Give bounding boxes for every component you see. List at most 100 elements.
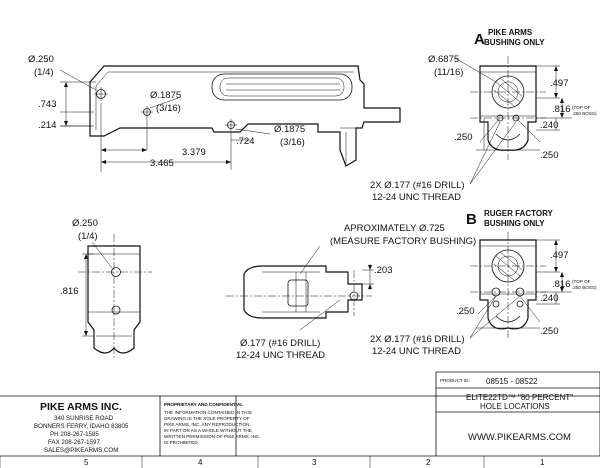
receiver-chamfer-line xyxy=(95,71,354,87)
front-view-hole-frac: (1/4) xyxy=(78,231,98,242)
detail-a-thread-note: 12-24 UNC THREAD xyxy=(372,192,461,203)
bottom-view-approx-note: APROXIMATELY Ø.725 xyxy=(344,223,445,234)
zone-1: 1 xyxy=(540,458,545,467)
zone-4: 4 xyxy=(198,458,203,467)
detail-b-leaders xyxy=(469,295,521,339)
detail-b-centerlines xyxy=(470,232,546,340)
dim-3379: 3.379 xyxy=(182,147,206,158)
front-view-hole-lower xyxy=(111,305,121,315)
detail-b-boss-note-2: .250 BOSS) xyxy=(572,285,597,290)
company-fax: FAX 208-267-1597 xyxy=(48,439,101,446)
detail-a-dim-240: .240 xyxy=(540,120,559,131)
detail-b-screw-right-lower xyxy=(516,300,524,308)
company-address-2: BONNERS FERRY, IDAHO 83805 xyxy=(34,423,129,430)
mid-hole-frac: (3/16) xyxy=(156,103,181,114)
detail-a-dim-816: .816 xyxy=(552,104,571,115)
bottom-view-body xyxy=(243,265,363,319)
detail-b-thread-note: 12-24 UNC THREAD xyxy=(372,346,461,357)
mid-hole-dia: Ø.1875 xyxy=(150,90,181,101)
detail-a-title-2: BUSHING ONLY xyxy=(484,38,545,47)
detail-b-dims xyxy=(476,239,572,329)
top-side-view: Ø.250 (1/4) .743 .214 Ø.1875 (3/16) Ø.18… xyxy=(28,54,401,172)
dim-lines-top-view xyxy=(59,69,271,172)
detail-a-drill-note: 2X Ø.177 (#16 DRILL) xyxy=(370,180,465,191)
title-block: PIKE ARMS INC. 340 SUNRISE ROAD BONNERS … xyxy=(0,371,600,457)
proprietary-text-2: DRAWING IS THE SOLE PROPERTY OF xyxy=(164,416,250,421)
dim-3465: 3.465 xyxy=(150,158,174,169)
bottom-view-arrows xyxy=(368,265,372,289)
detail-a-boss-note-2: .250 BOSS) xyxy=(572,111,597,116)
rear-step xyxy=(340,127,356,164)
proprietary-text-6: IS PROHIBITED. xyxy=(164,440,199,445)
receiver-outline xyxy=(89,65,401,167)
zone-3: 3 xyxy=(312,458,317,467)
company-name: PIKE ARMS INC. xyxy=(40,401,122,413)
ejection-slot xyxy=(211,73,353,101)
slot-rib xyxy=(226,83,340,91)
detail-b-screw-left-lower xyxy=(492,300,500,308)
title-block-frame xyxy=(0,371,600,457)
bottom-view-dims xyxy=(299,245,374,331)
bottom-view-drill-note: Ø.177 (#16 DRILL) xyxy=(240,338,320,349)
detail-b-dim-250-right: .250 xyxy=(540,326,559,337)
ejection-slot-inner xyxy=(219,77,345,97)
proprietary-text-4: IN PART OR AS A WHOLE WITHOUT THE xyxy=(164,428,252,433)
detail-b-dim-250-left: .250 xyxy=(456,306,475,317)
detail-b-title-2: BUSHING ONLY xyxy=(484,219,545,228)
hole-centerlines xyxy=(94,87,237,131)
detail-a-leaders xyxy=(469,121,517,185)
front-hole-dia: Ø.250 xyxy=(28,54,54,65)
front-view-dim-816: .816 xyxy=(60,286,79,297)
dim-724: .724 xyxy=(236,136,255,147)
detail-a-title-1: PIKE ARMS xyxy=(488,28,533,37)
detail-b-dim-816: .816 xyxy=(552,279,571,290)
front-view-dims xyxy=(82,241,113,337)
bottom-view-centerlines xyxy=(226,270,372,316)
detail-a: A PIKE ARMS BUSHING ONLY Ø.6875 (11/16) … xyxy=(370,28,597,203)
bottom-view-thread-note: 12-24 UNC THREAD xyxy=(236,350,325,361)
bottom-view-measure-note: (MEASURE FACTORY BUSHING) xyxy=(330,236,476,247)
detail-b-dim-497: .497 xyxy=(550,250,569,261)
detail-b-title-1: RUGER FACTORY xyxy=(484,209,554,218)
proprietary-text-3: PIKE ARMS, INC. ANY REPRODUCTION xyxy=(164,422,249,427)
detail-a-boss-note-1: (TOP OF xyxy=(572,105,591,110)
detail-a-dims xyxy=(454,57,572,151)
detail-b-dim-240: .240 xyxy=(540,293,559,304)
rear-hole-frac: (3/16) xyxy=(280,137,305,148)
detail-a-centerlines xyxy=(470,56,546,160)
detail-a-dim-497: .497 xyxy=(550,78,569,89)
company-email: SALES@PIKEARMS.COM xyxy=(44,447,118,454)
detail-b-boss-note-1: (TOP OF xyxy=(572,279,591,284)
front-view-centerlines xyxy=(78,234,152,360)
dim-arrows-top xyxy=(64,82,231,164)
proprietary-text-5: WRITTEN PERMISSION OF PIKE ARMS, INC. xyxy=(164,434,260,439)
zone-dividers xyxy=(0,456,485,468)
company-address-1: 340 SUNRISE ROAD xyxy=(54,415,114,422)
drawing-description-1: ELITE22TD™ "80 PERCENT" xyxy=(466,393,573,402)
drawing-description-2: HOLE LOCATIONS xyxy=(480,402,550,411)
bottom-view-inner xyxy=(262,271,320,313)
proprietary-heading: PROPRIETARY AND CONFIDENTIAL xyxy=(164,402,243,407)
detail-a-dim-250-left: .250 xyxy=(454,132,473,143)
detail-a-bore-frac: (11/16) xyxy=(434,67,463,78)
proprietary-text-1: THE INFORMATION CONTAINED IN THIS xyxy=(164,410,252,415)
detail-a-letter: A xyxy=(474,31,485,48)
rear-hole-dia: Ø.1875 xyxy=(274,124,305,135)
detail-b: B RUGER FACTORY BUSHING ONLY .497 .816 (… xyxy=(370,209,597,357)
front-view-hole-dia: Ø.250 xyxy=(72,218,98,229)
detail-b-letter: B xyxy=(466,211,477,228)
zone-2: 2 xyxy=(426,458,431,467)
product-id-label: PRODUCT ID: xyxy=(440,378,470,383)
zone-strip: 5 4 3 2 1 xyxy=(0,456,545,468)
bottom-view: APROXIMATELY Ø.725 (MEASURE FACTORY BUSH… xyxy=(226,223,476,361)
product-id-value: 08515 - 08522 xyxy=(486,377,538,386)
detail-a-dim-250-right: .250 xyxy=(540,150,559,161)
bottom-view-pocket xyxy=(287,279,309,307)
website: WWW.PIKEARMS.COM xyxy=(468,432,571,443)
detail-a-bore-dia: Ø.6875 xyxy=(428,54,459,65)
bottom-view-dim-203: .203 xyxy=(374,265,393,276)
zone-5: 5 xyxy=(84,458,89,467)
front-hole-frac: (1/4) xyxy=(34,67,54,78)
company-phone: PH 208-267-1585 xyxy=(50,431,99,438)
